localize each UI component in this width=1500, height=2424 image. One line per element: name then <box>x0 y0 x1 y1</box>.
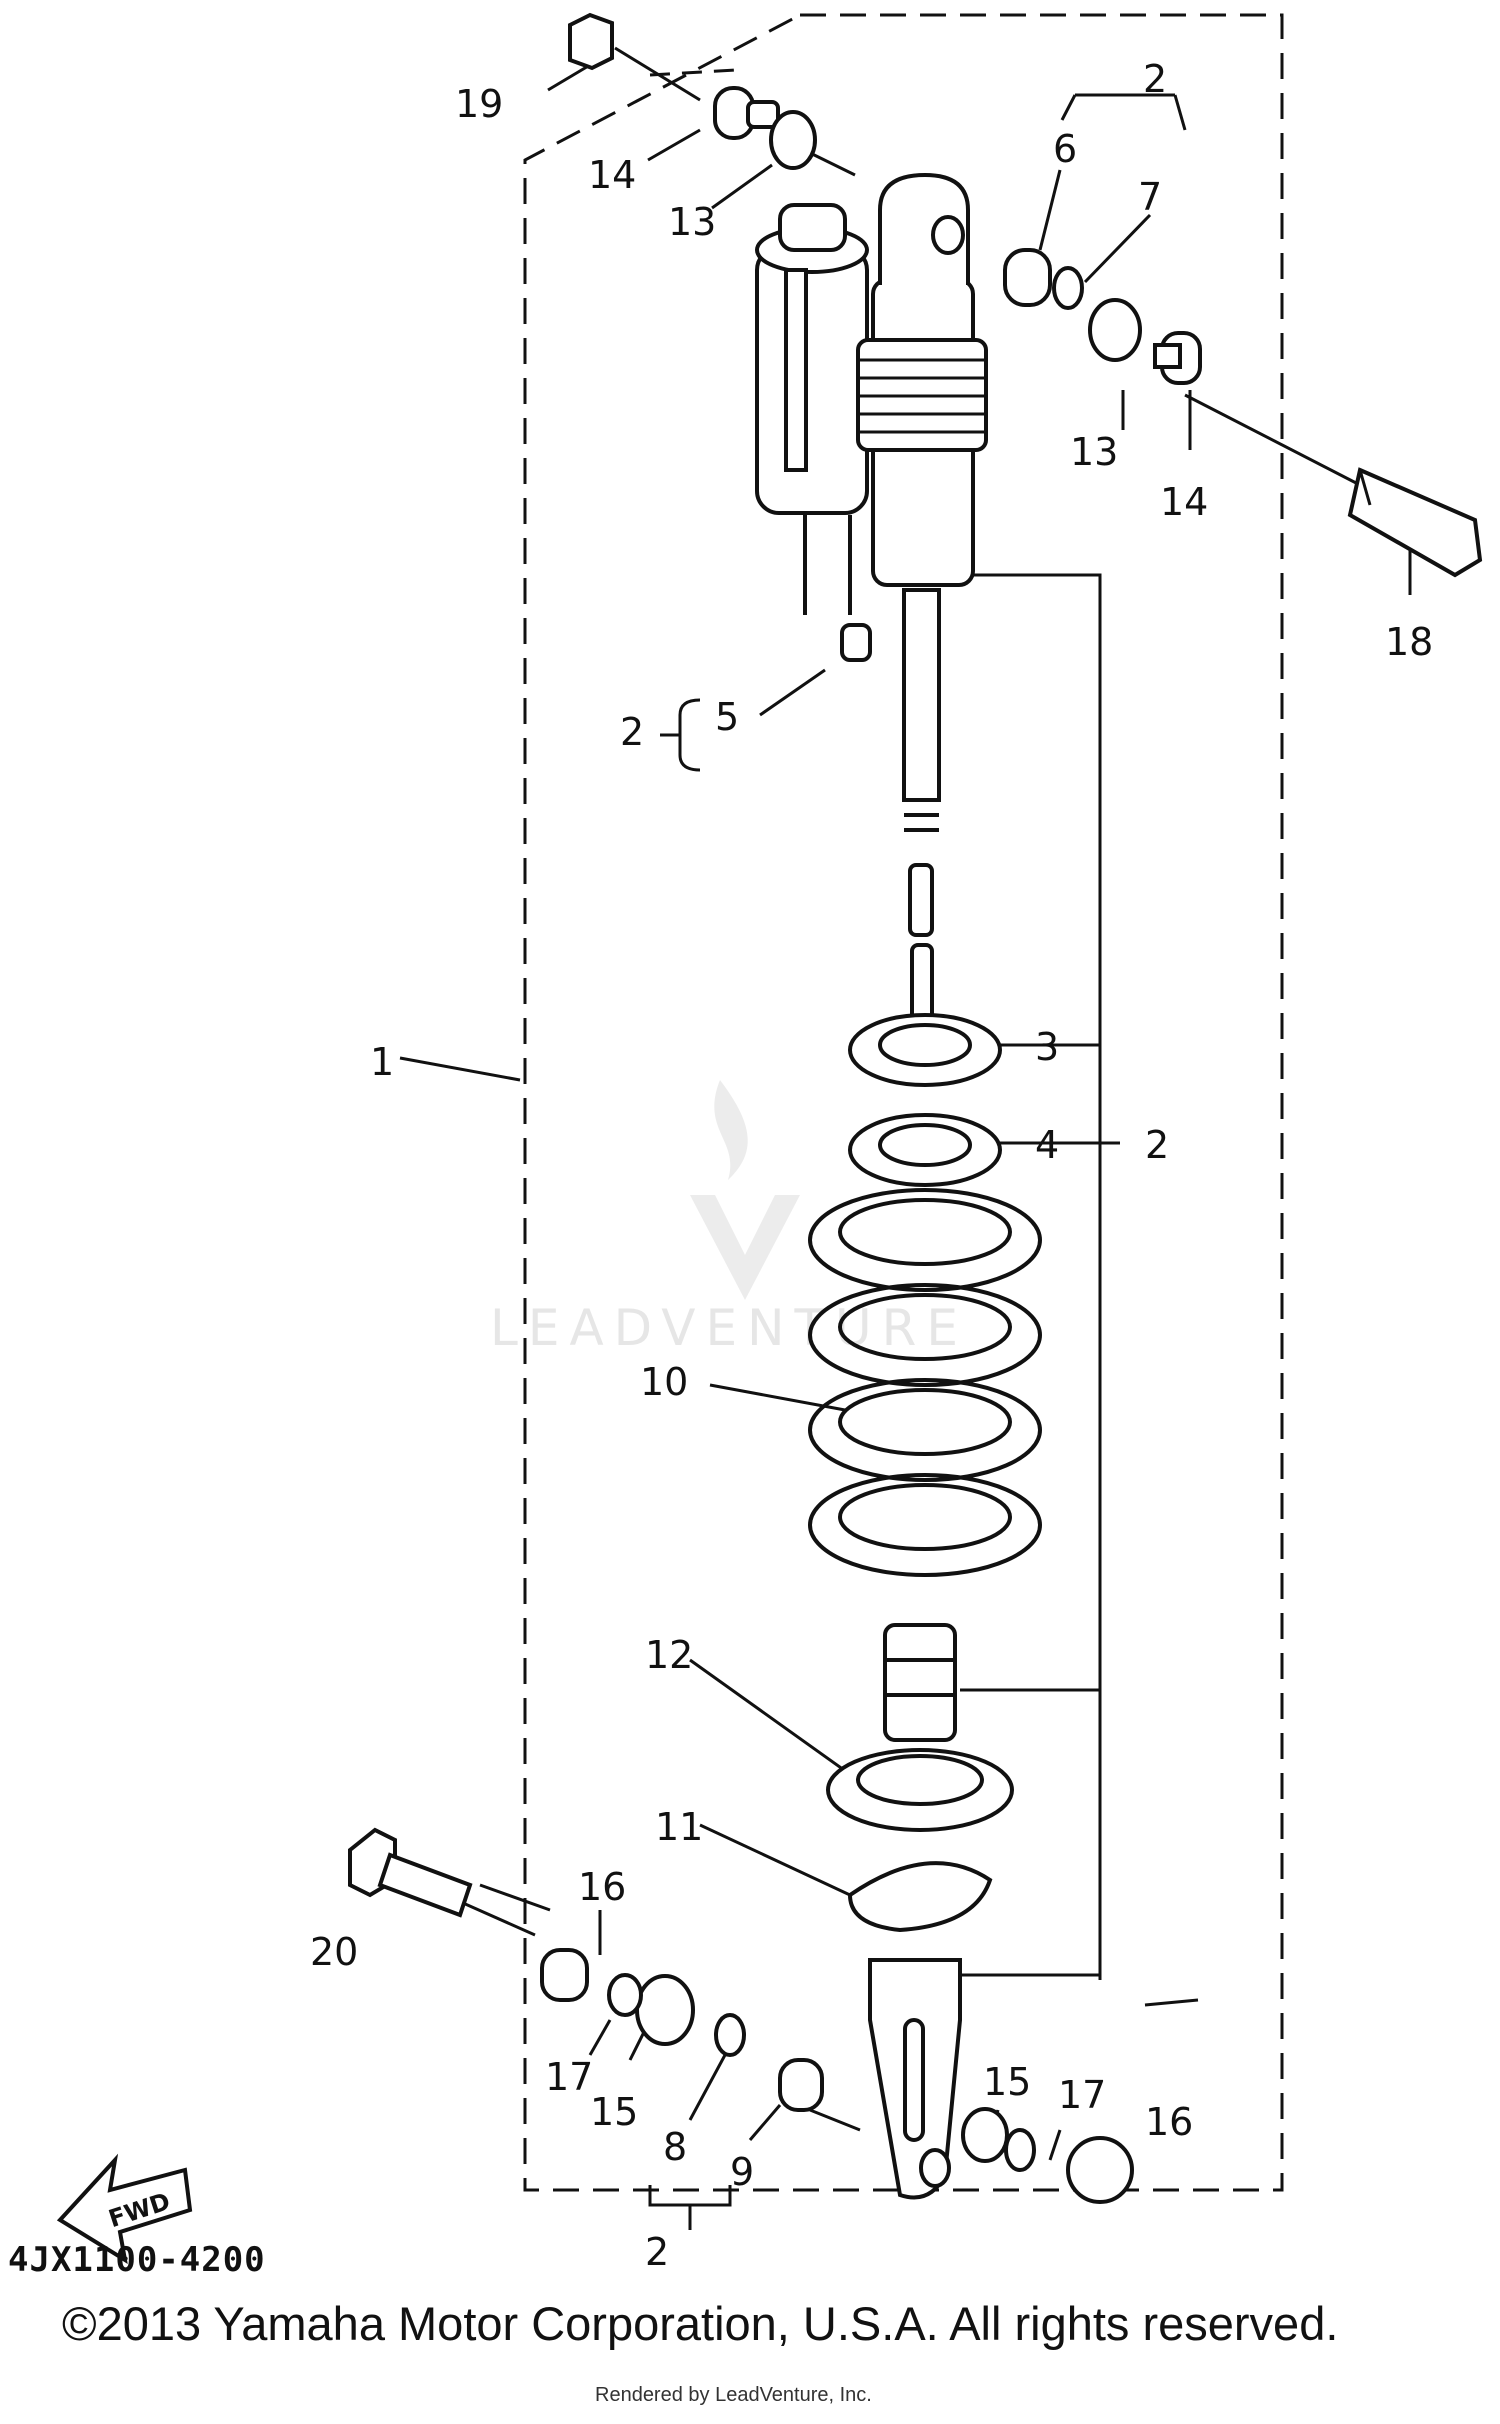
callout-8: 8 <box>663 2125 687 2169</box>
callout-14: 14 <box>588 153 636 197</box>
callout-3: 3 <box>1035 1025 1059 1069</box>
callout-18: 18 <box>1385 620 1433 664</box>
callout-2: 2 <box>1145 1123 1169 1167</box>
callout-16: 16 <box>1145 2100 1193 2144</box>
adjuster-nuts <box>848 1013 1002 1187</box>
bracket-2-5 <box>678 698 701 772</box>
upper-hardware <box>568 12 1483 662</box>
gas-reservoir <box>755 203 869 615</box>
callout-19: 19 <box>455 82 503 126</box>
callout-4: 4 <box>1035 1123 1059 1167</box>
lower-body <box>540 1623 1134 2204</box>
watermark-text: LEADVENTURE <box>490 1299 968 1357</box>
callouts: 19 14 13 2 6 7 13 14 18 2 5 1 3 4 2 10 1… <box>310 57 1433 2274</box>
callout-20: 20 <box>310 1930 358 1974</box>
copyright-notice: ©2013 Yamaha Motor Corporation, U.S.A. A… <box>62 2297 1339 2350</box>
leader-lines <box>399 46 1412 2186</box>
callout-11: 11 <box>655 1805 703 1849</box>
callout-5: 5 <box>715 695 739 739</box>
callout-13: 13 <box>1070 430 1118 474</box>
callout-2: 2 <box>645 2230 669 2274</box>
callout-10: 10 <box>640 1360 688 1404</box>
callout-9: 9 <box>730 2150 754 2194</box>
bracket-2-bottom <box>648 2185 732 2207</box>
rendered-by-note: Rendered by LeadVenture, Inc. <box>595 2384 872 2406</box>
callout-13: 13 <box>668 200 716 244</box>
callout-7: 7 <box>1138 175 1162 219</box>
bracket-3 <box>960 573 1102 1980</box>
callout-17: 17 <box>1058 2073 1106 2117</box>
callout-15: 15 <box>983 2060 1031 2104</box>
callout-14: 14 <box>1160 480 1208 524</box>
callout-2: 2 <box>1143 57 1167 101</box>
callout-2: 2 <box>620 710 644 754</box>
bolt-20 <box>348 1827 473 1918</box>
shock-body <box>856 172 988 1037</box>
leadventure-watermark: LEADVENTURE <box>490 1080 968 1357</box>
callout-15: 15 <box>590 2090 638 2134</box>
coil-spring <box>808 1188 1042 1577</box>
diagram-code: 4JX1100-4200 <box>8 2240 266 2280</box>
assembly-boundary <box>523 13 1284 2192</box>
dashed-top-link <box>649 68 736 77</box>
callout-6: 6 <box>1053 127 1077 171</box>
callout-17: 17 <box>545 2055 593 2099</box>
callout-1: 1 <box>370 1040 394 1084</box>
callout-12: 12 <box>645 1633 693 1677</box>
callout-16: 16 <box>578 1865 626 1909</box>
